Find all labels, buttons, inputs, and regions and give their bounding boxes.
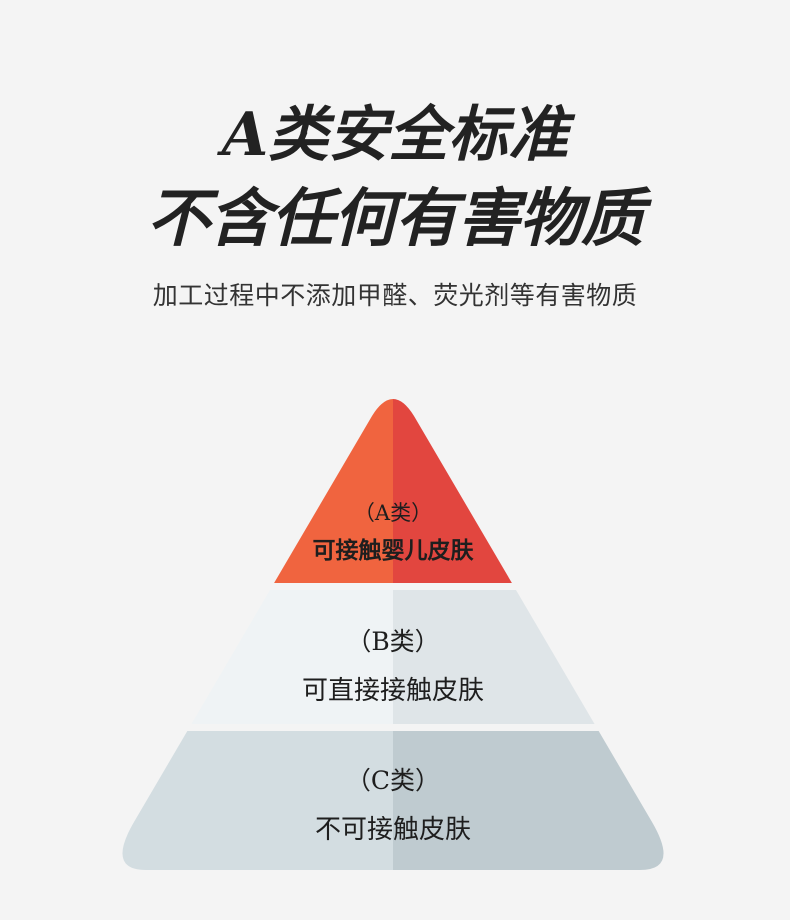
subtitle: 加工过程中不添加甲醛、荧光剂等有害物质 bbox=[152, 281, 638, 310]
tier-a-grade: （A类） bbox=[354, 501, 432, 525]
tier-c-left bbox=[122, 731, 393, 870]
tier-b-description: 可直接接触皮肤 bbox=[302, 676, 484, 706]
tier-a-description: 可接触婴儿皮肤 bbox=[313, 537, 475, 564]
tier-c-grade: （C类） bbox=[346, 766, 440, 795]
title-line-2: 不含任何有害物质 bbox=[147, 181, 644, 255]
tier-b-grade: （B类） bbox=[346, 627, 439, 656]
tier-c-right bbox=[393, 731, 664, 870]
title-line-1: A类安全标准 bbox=[221, 100, 569, 170]
tier-c-description: 不可接触皮肤 bbox=[315, 815, 471, 845]
